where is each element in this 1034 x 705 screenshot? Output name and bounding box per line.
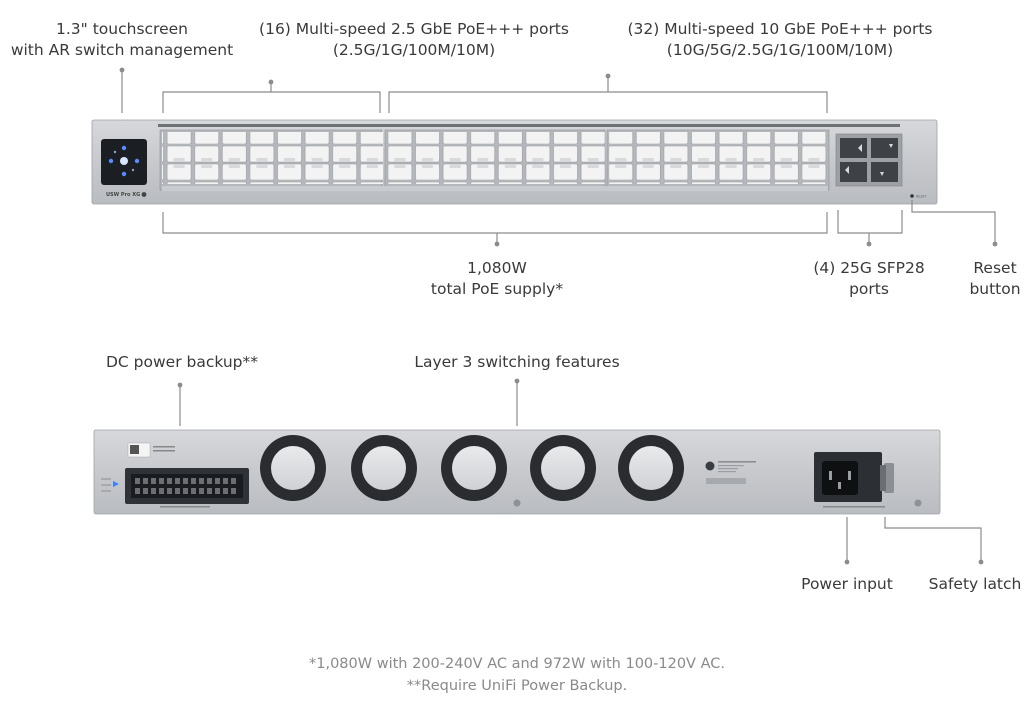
rear-label-block [705, 461, 756, 484]
fan-5 [618, 435, 684, 501]
fan-2 [351, 435, 417, 501]
sfp28-cage [835, 133, 903, 187]
leader-dots [119, 67, 998, 565]
label-safety-latch: Safety latch [920, 574, 1030, 595]
label-power-input-text: Power input [801, 575, 893, 593]
label-10g-ports-line1: (32) Multi-speed 10 GbE PoE+++ ports [627, 20, 933, 38]
label-poe-supply: 1,080W total PoE supply* [397, 258, 597, 300]
label-reset: Reset button [955, 258, 1034, 300]
power-inlet [814, 452, 894, 508]
label-10g-ports-line2: (10G/5G/2.5G/1G/100M/10M) [666, 41, 894, 59]
label-layer3: Layer 3 switching features [397, 352, 637, 373]
label-dc-backup: DC power backup** [92, 352, 272, 373]
label-touchscreen-line2: with AR switch management [10, 41, 234, 59]
dc-backup-connector [101, 442, 249, 508]
label-reset-line2: button [969, 280, 1021, 298]
label-2-5g-ports-line1: (16) Multi-speed 2.5 GbE PoE+++ ports [259, 20, 569, 38]
label-10g-ports: (32) Multi-speed 10 GbE PoE+++ ports (10… [604, 19, 956, 61]
fan-3 [441, 435, 507, 501]
footnote-backup: **Require UniFi Power Backup. [406, 678, 628, 694]
label-sfp28-line1: (4) 25G SFP28 [813, 259, 925, 277]
ports-10g-group-a [384, 129, 607, 191]
ports-10g-group-b [606, 129, 830, 191]
label-power-input: Power input [787, 574, 907, 595]
label-touchscreen: 1.3" touchscreen with AR switch manageme… [2, 19, 242, 61]
label-poe-supply-line2: total PoE supply* [430, 280, 564, 298]
label-touchscreen-line1: 1.3" touchscreen [56, 20, 188, 38]
label-sfp28: (4) 25G SFP28 ports [794, 258, 944, 300]
front-brand-text: USW Pro XG [106, 192, 140, 198]
fan-4 [530, 435, 596, 501]
label-poe-supply-line1: 1,080W [467, 259, 527, 277]
label-reset-line1: Reset [973, 259, 1017, 277]
label-layer3-text: Layer 3 switching features [414, 353, 620, 371]
reset-text: RESET [916, 195, 928, 199]
label-safety-latch-text: Safety latch [928, 575, 1022, 593]
reset-pinhole [910, 194, 914, 198]
label-2-5g-ports-line2: (2.5G/1G/100M/10M) [332, 41, 496, 59]
rear-panel [93, 429, 941, 515]
touchscreen-display [101, 139, 147, 185]
label-sfp28-line2: ports [849, 280, 889, 298]
ports-2-5g-group [159, 129, 383, 191]
fan-1 [260, 435, 326, 501]
front-panel: USW Pro XG [91, 119, 938, 205]
label-2-5g-ports: (16) Multi-speed 2.5 GbE PoE+++ ports (2… [228, 19, 600, 61]
footnote-poe: *1,080W with 200-240V AC and 972W with 1… [309, 656, 725, 672]
leader-lines [121, 70, 996, 562]
label-dc-backup-text: DC power backup** [105, 353, 259, 371]
